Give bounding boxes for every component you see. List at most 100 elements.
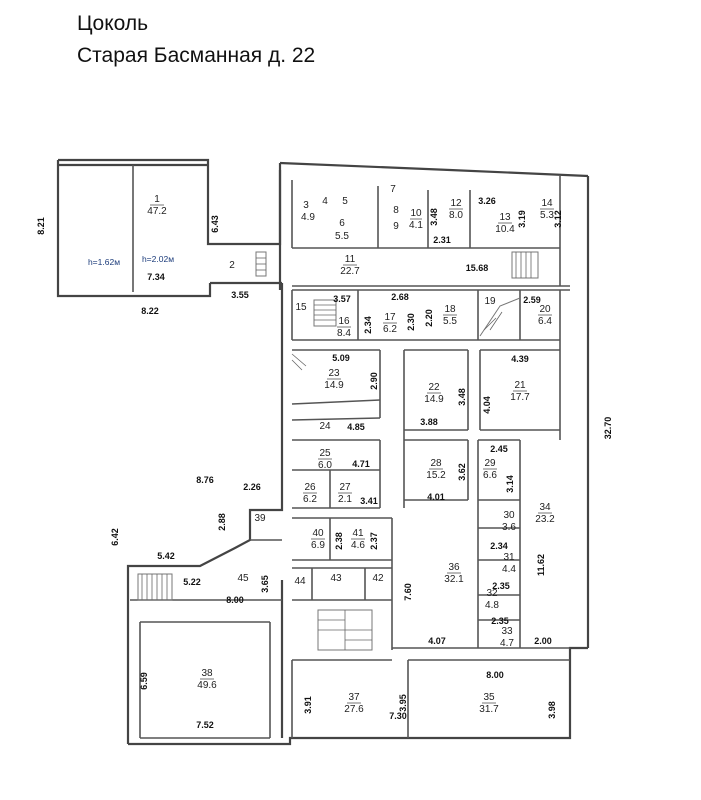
dimension-label: 3.48 [457,388,467,406]
room-number: 19 [484,296,496,307]
room-number: 26 [304,482,316,493]
room-area: 6.4 [538,316,552,327]
dimension-label: 4.71 [352,459,370,469]
dimension-label: 6.42 [110,528,120,546]
room-number: 8 [393,205,399,216]
dimension-label: 2.31 [433,235,451,245]
room-area: 8.4 [337,328,351,339]
stairs [137,251,539,651]
room-area: 6.0 [318,460,332,471]
room-number: 44 [294,576,306,587]
dimension-label: 3.62 [457,463,467,481]
room-area: 6.2 [383,324,397,335]
room-area: 5.5 [335,231,349,242]
room-number: 5 [342,196,348,207]
room-area: 8.0 [449,210,463,221]
dimension-label: 2.35 [491,616,509,626]
dimension-label: 2.68 [391,292,409,302]
room-area: 49.6 [197,680,217,691]
room-area: 4.7 [500,638,514,649]
room-number: 25 [319,448,331,459]
dimension-label: 8.76 [196,475,214,485]
room-area: 23.2 [535,514,555,525]
address-title: Старая Басманная д. 22 [77,44,316,67]
room-number: 35 [483,692,495,703]
room-number: 32 [486,588,498,599]
room-area: 32.1 [444,574,464,585]
room-number: 16 [338,316,350,327]
room-number: 28 [430,458,442,469]
room-number: 15 [295,302,307,313]
room-number: 45 [237,573,249,584]
dimension-label: 3.65 [260,575,270,593]
room-labels: 1 47.2 2 3 4.9 4 5 6 5.5 7 8 9 10 4.1 11… [147,184,555,715]
room-area: 27.6 [344,704,364,715]
room-number: 2 [229,260,235,271]
dimension-label: 7.60 [403,583,413,601]
dimension-label: 4.04 [482,396,492,414]
dimension-label: 3.88 [420,417,438,427]
room-number: 12 [450,198,462,209]
room-area: 17.7 [510,392,530,403]
dimension-label: 6.43 [210,215,220,233]
room-area: 14.9 [424,394,444,405]
dimension-label: 4.85 [347,422,365,432]
outer-walls [56,158,590,746]
dimension-label: 6.59 [139,672,149,690]
room-number: 40 [312,528,324,539]
room-number: 1 [154,194,160,205]
room-area: 5.5 [443,316,457,327]
room-number: 6 [339,218,345,229]
height-note-2: h=2.02м [142,254,174,264]
room-number: 43 [330,573,342,584]
dimension-label: 5.42 [157,551,175,561]
dimension-label: 2.90 [369,372,379,390]
room-area: 2.1 [338,494,352,505]
dimension-label: 3.19 [517,210,527,228]
dimension-label: 2.35 [492,581,510,591]
room-number: 33 [501,626,513,637]
dimension-label: 3.57 [333,294,351,304]
dimension-label: 2.59 [523,295,541,305]
room-number: 38 [201,668,213,679]
room-area: 14.9 [324,380,344,391]
dimension-label: 2.38 [334,532,344,550]
dimension-label: 8.00 [486,670,504,680]
room-number: 39 [254,513,266,524]
room-area: 6.2 [303,494,317,505]
room-number: 21 [514,380,526,391]
dimension-label: 7.30 [389,711,407,721]
title-block: Цоколь Старая Басманная д. 22 [77,8,315,72]
dimension-label: 2.30 [406,313,416,331]
dimension-label: 3.48 [429,208,439,226]
dimension-label: 8.21 [36,217,46,235]
room-number: 14 [541,198,553,209]
dimension-label: 3.26 [478,196,496,206]
dimension-label: 2.00 [534,636,552,646]
dimension-label: 2.20 [424,309,434,327]
room-number: 13 [499,212,511,223]
interior-walls [130,165,570,739]
dimension-label: 2.26 [243,482,261,492]
room-area: 4.6 [351,540,365,551]
area-underlines [150,204,554,704]
dimension-label: 3.14 [505,475,515,493]
dimension-label: 7.34 [147,272,165,282]
dimension-label: 4.39 [511,354,529,364]
room-number: 30 [503,510,515,521]
dimension-label: 8.00 [226,595,244,605]
room-number: 23 [328,368,340,379]
dimension-label: 3.55 [231,290,249,300]
dimension-label: 5.09 [332,353,350,363]
room-area: 47.2 [147,206,167,217]
dimension-label: 4.07 [428,636,446,646]
dimension-label: 8.22 [141,306,159,316]
floor-title: Цоколь [77,12,149,35]
room-area: 4.9 [301,212,315,223]
room-number: 20 [539,304,551,315]
room-area: 15.2 [426,470,446,481]
room-number: 4 [322,196,328,207]
room-number: 18 [444,304,456,315]
room-number: 17 [384,312,396,323]
room-number: 31 [503,552,515,563]
